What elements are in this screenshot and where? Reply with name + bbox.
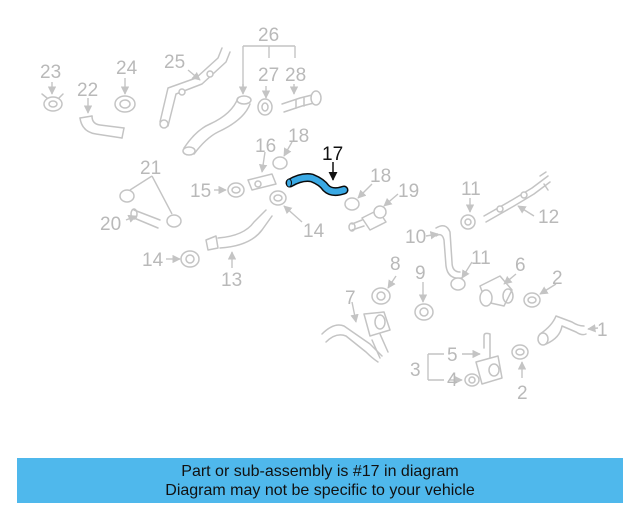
clamp-8 [371, 287, 391, 305]
label-21: 21 [140, 158, 161, 179]
label-20: 20 [100, 214, 121, 235]
clamp-14b [180, 250, 200, 268]
clamp-18a [272, 156, 288, 170]
hose-28 [281, 90, 322, 113]
hose-13 [205, 209, 273, 251]
label-7: 7 [345, 288, 356, 309]
clamp-11a [460, 214, 476, 230]
label-16: 16 [255, 136, 276, 157]
label-14b: 14 [142, 250, 164, 271]
valve-19 [348, 205, 387, 232]
hose-17-highlighted [285, 173, 349, 197]
label-11a: 11 [461, 179, 481, 200]
notice-banner: Part or sub-assembly is #17 in diagram D… [17, 458, 623, 503]
label-2b: 2 [517, 383, 528, 404]
clamp-14a [269, 190, 287, 206]
label-27: 27 [258, 65, 279, 86]
hose-26 [182, 95, 252, 156]
label-18b: 18 [370, 166, 391, 187]
clamp-18b [344, 197, 360, 211]
hose-10 [435, 225, 463, 279]
label-1: 1 [597, 320, 608, 341]
hose-1 [537, 315, 587, 346]
label-5: 5 [447, 345, 458, 366]
clamp-15 [227, 182, 245, 198]
label-18a: 18 [288, 126, 309, 147]
banner-line-disclaimer: Diagram may not be specific to your vehi… [165, 481, 475, 499]
label-6: 6 [515, 255, 526, 276]
label-19: 19 [398, 181, 419, 202]
hose-22 [79, 115, 125, 139]
fitting-16 [247, 173, 277, 191]
clamp-21b [166, 214, 182, 228]
hose-20 [130, 208, 161, 229]
label-24: 24 [116, 58, 138, 79]
oring-4 [464, 373, 480, 387]
clamp-24 [114, 95, 136, 113]
label-25: 25 [164, 52, 185, 73]
pipe-5 [475, 332, 503, 385]
parts-diagram: 1 2 2 3 4 5 6 7 8 9 10 11 11 12 13 14 14… [40, 25, 608, 404]
label-28: 28 [285, 65, 306, 86]
clamp-2b [511, 344, 529, 360]
clamp-27 [257, 98, 273, 116]
clamp-21a [119, 189, 135, 203]
label-11b: 11 [471, 248, 491, 269]
label-12: 12 [538, 207, 559, 228]
label-3: 3 [410, 360, 421, 381]
clamp-23 [41, 93, 64, 112]
banner-line-part: Part or sub-assembly is #17 in diagram [181, 462, 459, 480]
label-26: 26 [258, 25, 279, 46]
label-10: 10 [405, 227, 426, 248]
label-2a: 2 [552, 268, 563, 289]
label-14a: 14 [303, 221, 325, 242]
part-labels: 1 2 2 3 4 5 6 7 8 9 10 11 11 12 13 14 14… [40, 25, 608, 404]
pipe-12 [483, 171, 551, 223]
label-8: 8 [390, 254, 401, 275]
label-13: 13 [221, 270, 242, 291]
label-17-highlighted: 17 [322, 144, 343, 165]
label-22: 22 [77, 80, 98, 101]
clamp-9 [414, 303, 434, 321]
label-23: 23 [40, 62, 61, 83]
label-9: 9 [415, 263, 426, 284]
clamp-11b [450, 277, 466, 291]
clamp-2a [523, 292, 541, 308]
hose-7 [321, 311, 391, 363]
label-4: 4 [447, 370, 458, 391]
label-15: 15 [190, 181, 211, 202]
